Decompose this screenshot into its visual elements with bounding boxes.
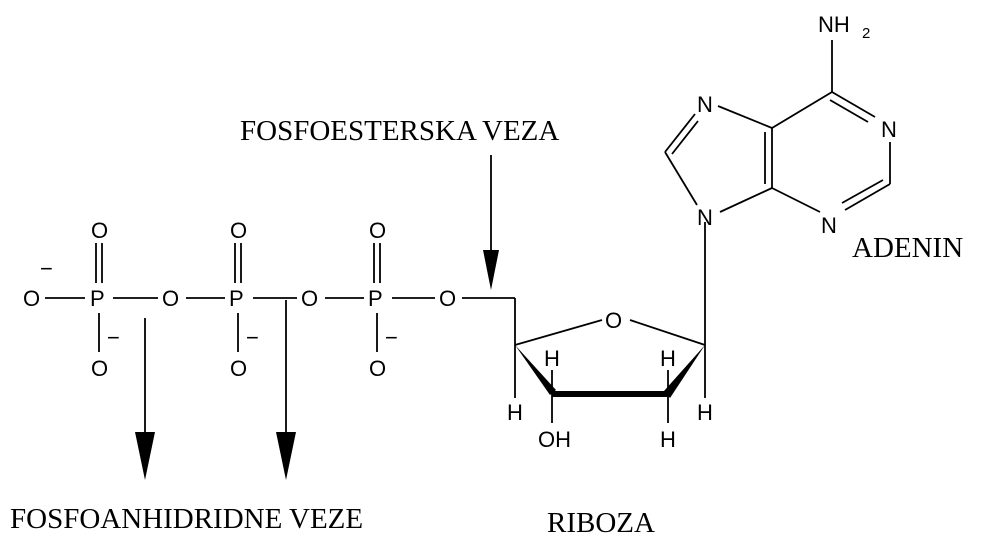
atom-oh-c3: OH xyxy=(538,427,571,452)
atom-n1: N xyxy=(881,117,897,142)
atom-p2: P xyxy=(229,286,244,311)
atom-o-p1-top: O xyxy=(91,218,108,243)
atom-p3: P xyxy=(368,286,383,311)
atom-o-p1-bottom: O xyxy=(91,356,108,381)
atom-n7: N xyxy=(697,92,713,117)
atom-o-p2-bottom: O xyxy=(230,356,247,381)
charge-minus-p3: − xyxy=(385,325,398,350)
diagram-labels: FOSFOESTERSKA VEZA FOSFOANHIDRIDNE VEZE … xyxy=(10,115,963,537)
label-phosphoanhydride-bonds: FOSFOANHIDRIDNE VEZE xyxy=(10,503,363,535)
phosphate-atoms: O − P O O − O P O O − O P O O − O xyxy=(23,218,456,381)
arrow-head-anhydride-1 xyxy=(135,432,155,480)
label-adenine: ADENIN xyxy=(852,232,963,264)
atom-o-ring: O xyxy=(605,308,622,333)
charge-minus-p2: − xyxy=(246,325,259,350)
charge-minus-p1: − xyxy=(107,325,120,350)
charge-minus-terminal: − xyxy=(40,256,53,281)
atom-o-terminal: O xyxy=(23,286,40,311)
label-phosphoester-bond: FOSFOESTERSKA VEZA xyxy=(240,115,559,147)
atom-h-c4: H xyxy=(507,400,523,425)
arrow-head-anhydride-2 xyxy=(276,432,296,480)
arrow-head-phosphoester xyxy=(483,250,499,290)
atom-h-c2-top: H xyxy=(660,346,676,371)
annotation-arrows xyxy=(135,155,499,480)
atom-h-c1: H xyxy=(697,400,713,425)
atom-nh2-subscript: 2 xyxy=(862,25,870,42)
ribose-ring: O H H OH H H H xyxy=(507,222,713,452)
atom-o-bridge-2: O xyxy=(301,286,318,311)
atom-o-p2-top: O xyxy=(230,218,247,243)
atom-n9: N xyxy=(697,205,713,230)
atom-h-c2-bottom: H xyxy=(660,427,676,452)
atom-n3: N xyxy=(821,213,837,238)
phosphate-chain-bonds xyxy=(45,243,515,352)
label-ribose: RIBOZA xyxy=(547,507,655,537)
atom-o-ester: O xyxy=(439,286,456,311)
atom-o-p3-bottom: O xyxy=(369,356,386,381)
atom-p1: P xyxy=(90,286,105,311)
atom-o-bridge-1: O xyxy=(162,286,179,311)
atom-nh2: NH xyxy=(818,12,850,37)
atom-o-p3-top: O xyxy=(369,218,386,243)
atom-h-c3-top: H xyxy=(544,346,560,371)
adenine-ring: N N N N NH 2 xyxy=(664,12,897,238)
